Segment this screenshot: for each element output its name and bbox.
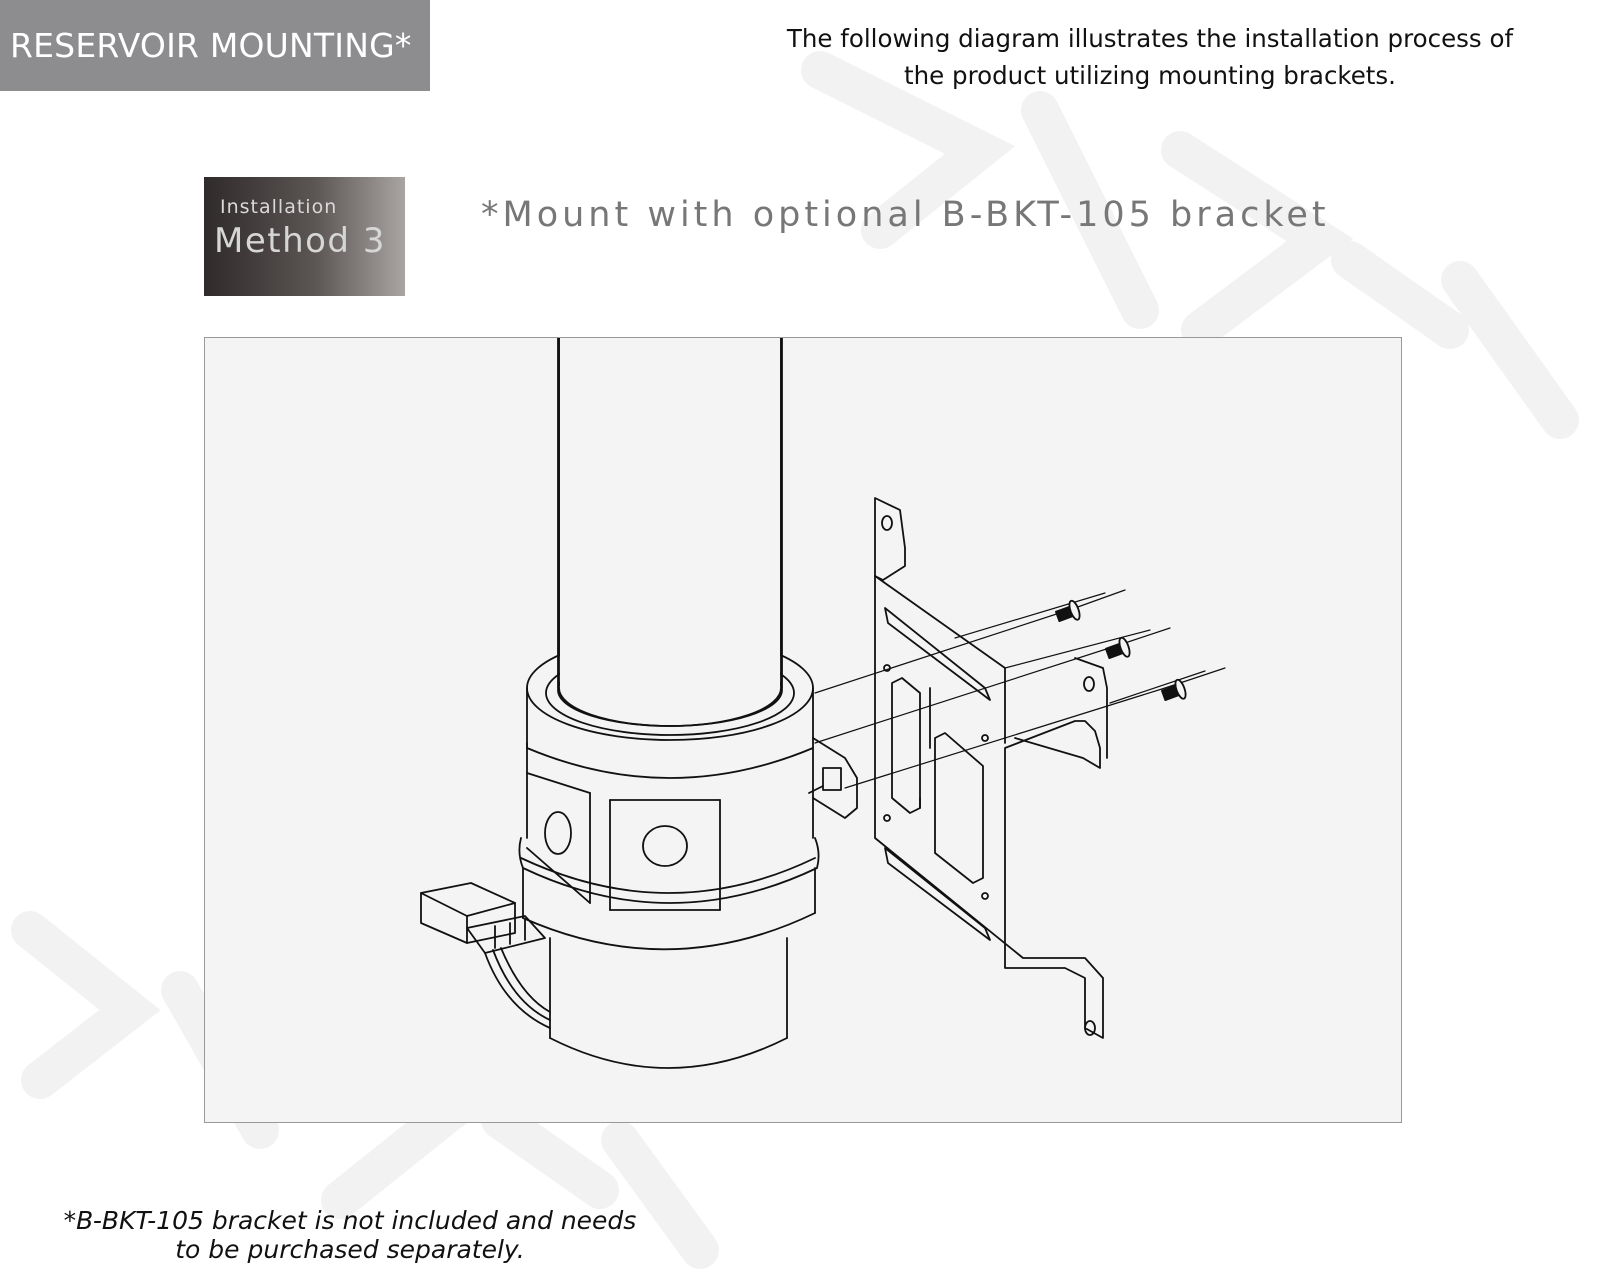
pump-base [549, 937, 788, 1069]
footnote-line-2: to be purchased separately. [175, 1235, 525, 1264]
method-subtitle: *Mount with optional B-BKT-105 bracket [481, 195, 1330, 235]
section-label-text: RESERVOIR MOUNTING* [10, 26, 412, 65]
power-connector [420, 882, 551, 1029]
intro-text: The following diagram illustrates the in… [740, 20, 1560, 94]
intro-line-1: The following diagram illustrates the in… [786, 24, 1514, 53]
method-label-small: Installation [220, 196, 338, 218]
screw-guide-lines [814, 589, 1226, 789]
mounting-nut [808, 737, 858, 819]
method-badge: Installation Method 3 [204, 177, 405, 296]
installation-diagram [204, 337, 1402, 1123]
reservoir-top-collar [526, 338, 814, 839]
pump-body [526, 742, 814, 911]
footnote: *B-BKT-105 bracket is not included and n… [20, 1206, 680, 1264]
method-label-big: Method 3 [214, 221, 386, 261]
intro-line-2: the product utilizing mounting brackets. [904, 61, 1396, 90]
footnote-line-1: *B-BKT-105 bracket is not included and n… [63, 1206, 637, 1235]
diagram-drawing [420, 338, 1226, 1069]
pump-lower-ring [518, 837, 820, 951]
screws [1054, 599, 1187, 702]
section-label: RESERVOIR MOUNTING* [0, 0, 430, 91]
